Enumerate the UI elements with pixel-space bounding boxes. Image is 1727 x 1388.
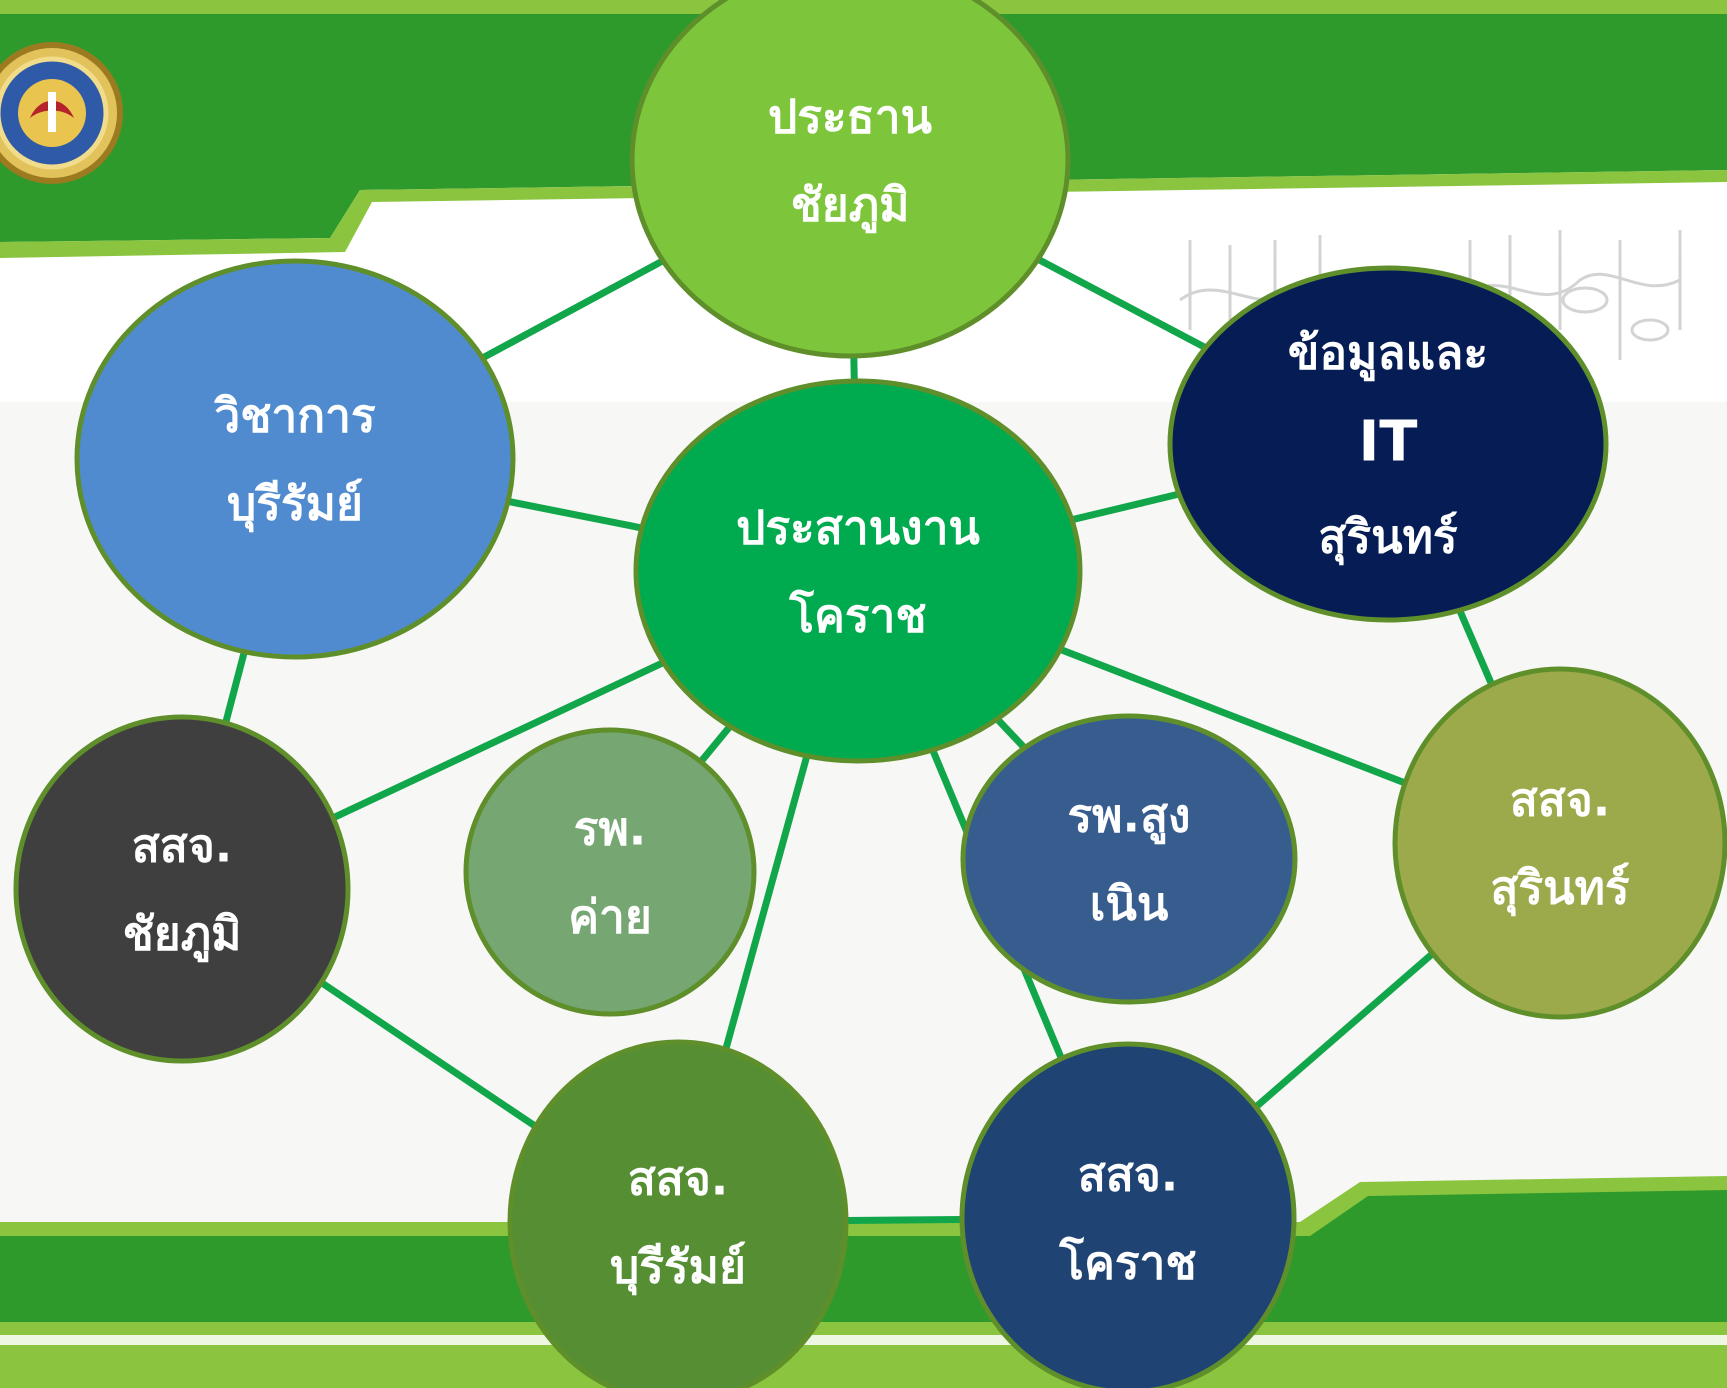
node-academic-shape [74, 258, 516, 660]
node-center-label-line: โคราช [788, 589, 926, 643]
node-ssj-chaiyaphum-label-line: ชัยภูมิ [123, 907, 242, 963]
node-ssj-chaiyaphum-label-line: สสจ. [132, 819, 233, 873]
node-top-shape [629, 0, 1071, 359]
node-ssj-buriram: สสจ. บุรีรัมย์ [507, 1039, 849, 1388]
node-hosp-sungnoen-label-line: รพ.สูง [1067, 789, 1190, 845]
node-hosp-camp-shape [463, 727, 757, 1017]
node-hosp-camp-label-line: รพ. [574, 802, 647, 856]
node-ssj-surin: สสจ. สุรินทร์ [1392, 666, 1727, 1020]
node-hosp-sungnoen: รพ.สูงเนิน [960, 713, 1298, 1005]
node-hosp-sungnoen-shape [960, 713, 1298, 1005]
node-it: ข้อมูลและ IT สุรินทร์ [1167, 265, 1609, 623]
node-hosp-sungnoen-label-line: เนิน [1090, 877, 1169, 931]
node-ssj-korat: สสจ. โคราช [959, 1041, 1297, 1388]
emblem-seal-icon [0, 42, 123, 184]
top-banner-accent [0, 170, 1727, 258]
node-ssj-surin-label-line: สุรินทร์ [1490, 861, 1630, 917]
node-it-label-line: สุรินทร์ [1318, 510, 1458, 566]
node-ssj-korat-shape [959, 1041, 1297, 1388]
node-hosp-camp-label-line: ค่าย [568, 890, 652, 944]
node-center-label-line: ประสานงาน [736, 501, 980, 555]
node-top-label-line: ชัยภูมิ [791, 178, 910, 234]
node-ssj-buriram-label-line: สสจ. [628, 1152, 729, 1206]
bottom-banner-dark [0, 1190, 1727, 1322]
node-center-shape [633, 378, 1083, 764]
node-ssj-surin-shape [1392, 666, 1727, 1020]
node-ssj-korat-label-line: โคราช [1058, 1236, 1196, 1290]
node-ssj-chaiyaphum-shape [13, 714, 351, 1064]
bottom-banner-stripe [0, 1335, 1727, 1345]
node-it-label-line: ข้อมูลและ [1288, 326, 1488, 382]
node-academic-label-line: บุรีรัมย์ [227, 477, 363, 533]
node-it-label-line: IT [1358, 410, 1417, 475]
node-ssj-korat-label-line: สสจ. [1078, 1148, 1179, 1202]
node-top-label-line: ประธาน [768, 90, 933, 144]
node-ssj-buriram-shape [507, 1039, 849, 1388]
node-ssj-chaiyaphum: สสจ. ชัยภูมิ [13, 714, 351, 1064]
node-academic-label-line: วิชาการ [213, 389, 376, 443]
node-ssj-buriram-label-line: บุรีรัมย์ [610, 1240, 746, 1296]
node-it-shape [1167, 265, 1609, 623]
node-ssj-surin-label-line: สสจ. [1510, 773, 1611, 827]
node-hosp-camp: รพ. ค่าย [463, 727, 757, 1017]
